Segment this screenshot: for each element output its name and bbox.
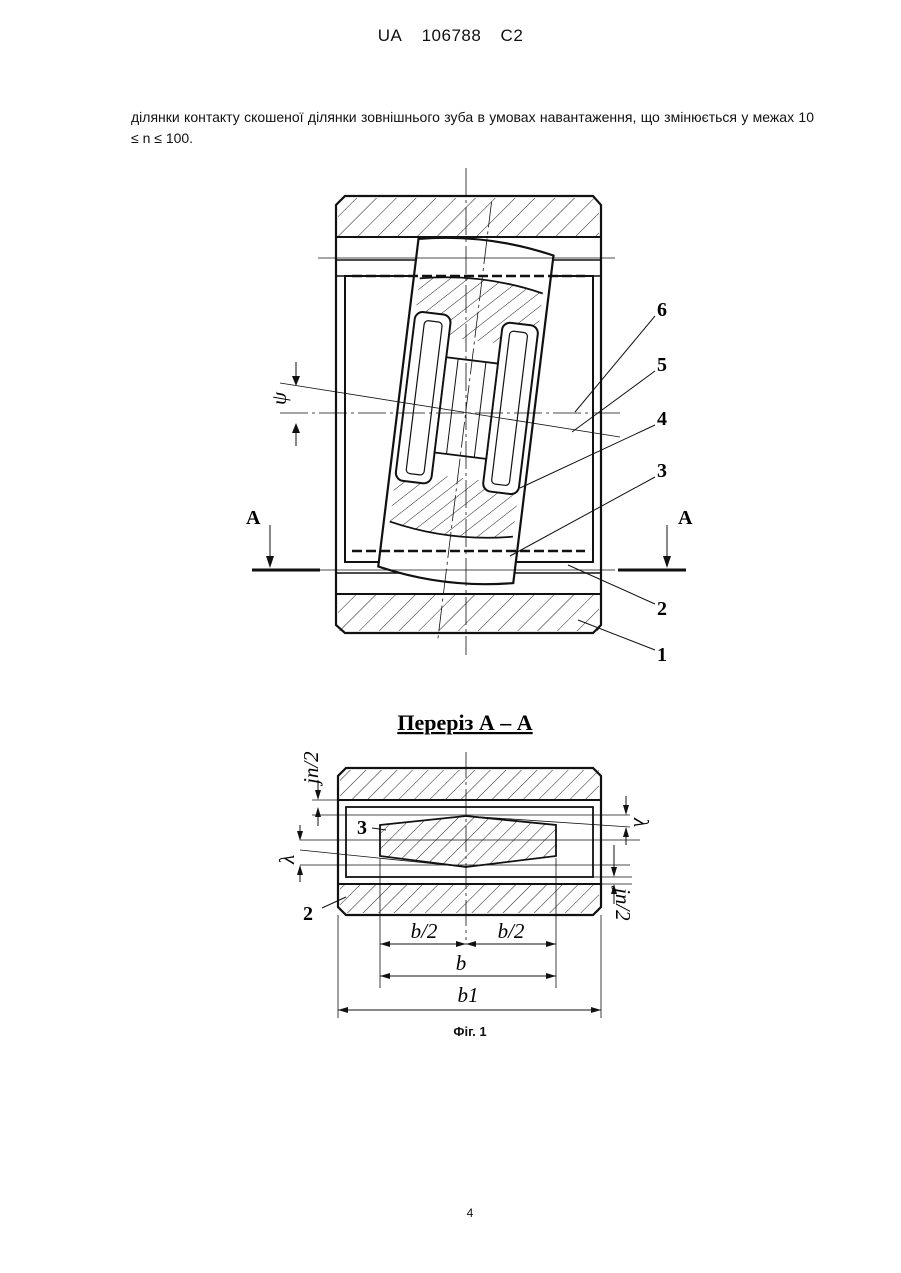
- dim-b-half-right: b/2: [498, 919, 525, 943]
- dim-b: b: [456, 951, 467, 975]
- callout-6: 6: [657, 299, 667, 321]
- figure-caption: Фіг. 1: [0, 1024, 901, 1039]
- page-number: 4: [0, 1206, 901, 1220]
- angle-psi-label: ψ: [267, 391, 291, 405]
- dim-jn-half-bottom: jn/2: [611, 885, 635, 921]
- dim-jn-half-top: jn/2: [299, 751, 323, 787]
- dim-lambda-left: λ: [275, 855, 299, 865]
- dim-lambda-right: λ: [629, 817, 653, 827]
- section-callout-3: 3: [357, 817, 367, 839]
- section-view: [297, 752, 640, 1018]
- callout-1: 1: [657, 644, 667, 666]
- dim-b-half-left: b/2: [411, 919, 438, 943]
- callout-3: 3: [657, 460, 667, 482]
- callout-4: 4: [657, 408, 667, 430]
- callout-2: 2: [657, 598, 667, 620]
- section-mark-left: A: [246, 507, 261, 529]
- dim-b1: b1: [458, 983, 479, 1007]
- main-view: [252, 168, 686, 655]
- section-mark-right: A: [678, 507, 693, 529]
- section-title: Переріз А – А: [397, 710, 532, 735]
- section-callout-2: 2: [303, 903, 313, 925]
- callout-5: 5: [657, 354, 667, 376]
